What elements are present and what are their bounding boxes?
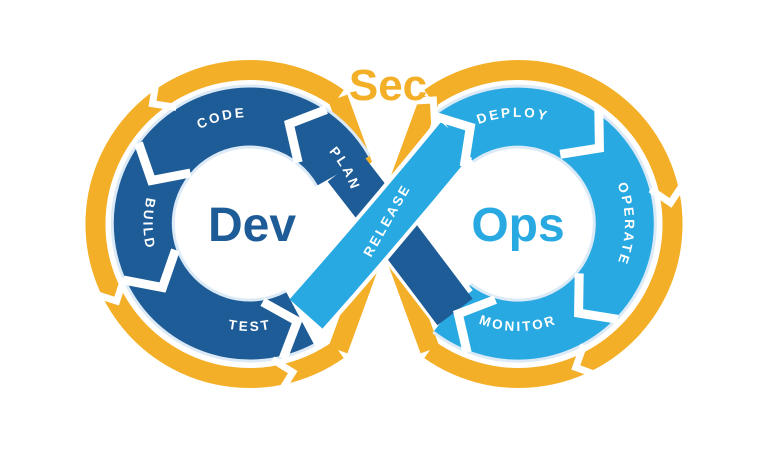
stage-label-test: TEST — [227, 317, 272, 334]
ops-ring — [432, 84, 657, 363]
stage-label-build: BUILD — [140, 197, 158, 252]
sec-loop-right-arc — [424, 60, 683, 388]
ops-ring-band — [434, 87, 654, 360]
dev-title: Dev — [208, 199, 296, 252]
ops-title: Ops — [471, 199, 564, 252]
sec-title: Sec — [349, 61, 427, 110]
stage-label-monitor: MONITOR — [477, 312, 558, 334]
release-band-fill — [289, 122, 475, 329]
release-band — [289, 122, 475, 329]
sec-loop-left-arc — [85, 60, 344, 388]
